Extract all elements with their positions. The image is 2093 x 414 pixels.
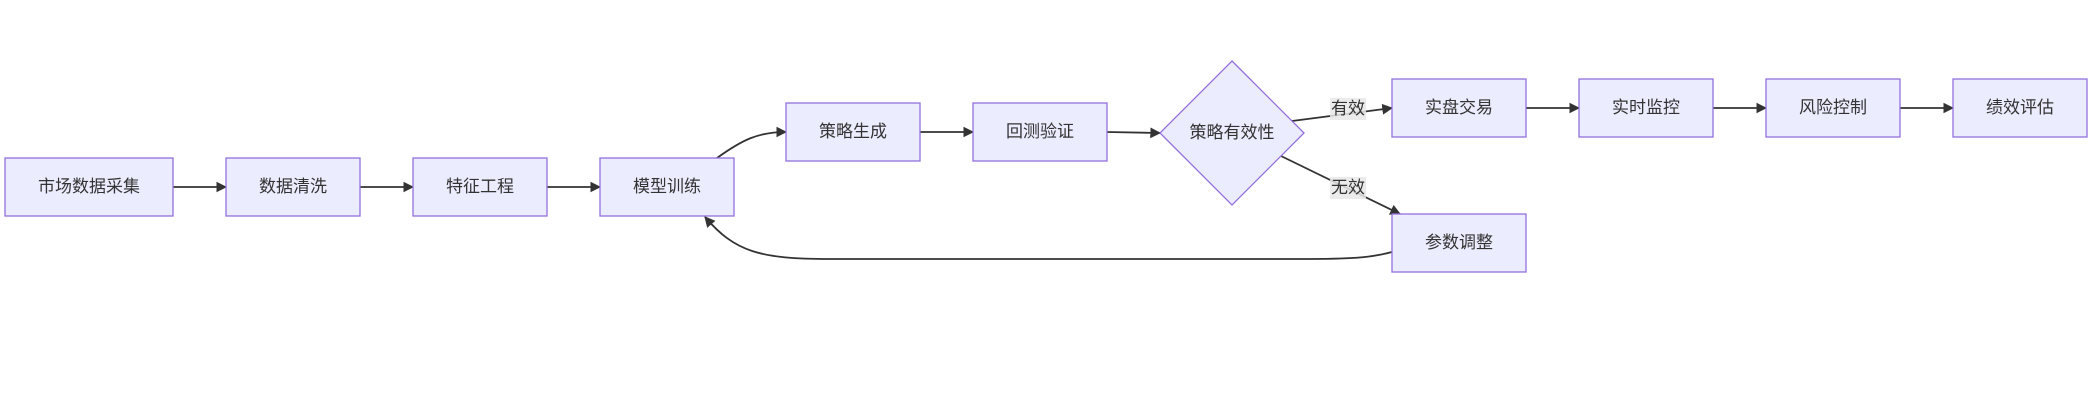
node-model-training-label: 模型训练 — [633, 177, 701, 197]
node-strategy-generation-label: 策略生成 — [819, 122, 887, 142]
node-market-data-label: 市场数据采集 — [38, 177, 140, 197]
node-feature-engineering-label: 特征工程 — [446, 177, 514, 197]
node-live-trading-label: 实盘交易 — [1425, 98, 1493, 118]
node-performance-eval-box — [1952, 78, 2088, 138]
node-strategy-validity: 策略有效性 — [1159, 60, 1305, 206]
node-param-tuning-label: 参数调整 — [1425, 233, 1493, 253]
edge-training-to-strategy — [716, 126, 788, 159]
node-risk-control: 风险控制 — [1765, 78, 1901, 138]
node-realtime-monitoring: 实时监控 — [1578, 78, 1714, 138]
node-strategy-validity-label: 策略有效性 — [1190, 123, 1275, 143]
node-data-cleaning-box — [225, 157, 361, 217]
node-model-training: 模型训练 — [599, 157, 735, 217]
node-realtime-monitoring-box — [1578, 78, 1714, 138]
edge-label-valid: 有效 — [1330, 98, 1366, 120]
node-risk-control-box — [1765, 78, 1901, 138]
edge-backtest-to-validity — [1106, 127, 1162, 139]
node-market-data-box — [4, 157, 174, 217]
node-performance-eval-label: 绩效评估 — [1986, 98, 2054, 118]
node-feature-engineering: 特征工程 — [412, 157, 548, 217]
node-data-cleaning-label: 数据清洗 — [259, 177, 327, 197]
node-live-trading-box — [1391, 78, 1527, 138]
node-realtime-monitoring-label: 实时监控 — [1612, 98, 1680, 118]
node-backtest: 回测验证 — [972, 102, 1108, 162]
node-feature-engineering-box — [412, 157, 548, 217]
edge-label-invalid-text: 无效 — [1331, 178, 1365, 198]
node-param-tuning-box — [1391, 213, 1527, 273]
node-strategy-generation: 策略生成 — [785, 102, 921, 162]
node-strategy-generation-box — [785, 102, 921, 162]
node-risk-control-label: 风险控制 — [1799, 98, 1867, 118]
edge-label-invalid: 无效 — [1330, 177, 1366, 199]
node-model-training-box — [599, 157, 735, 217]
node-strategy-validity-diamond — [1159, 60, 1305, 206]
node-live-trading: 实盘交易 — [1391, 78, 1527, 138]
edges — [173, 102, 1955, 260]
edge-label-valid-text: 有效 — [1331, 99, 1365, 119]
node-market-data: 市场数据采集 — [4, 157, 174, 217]
node-performance-eval: 绩效评估 — [1952, 78, 2088, 138]
node-data-cleaning: 数据清洗 — [225, 157, 361, 217]
edge-tuning-to-training — [704, 216, 1393, 260]
node-backtest-box — [972, 102, 1108, 162]
node-backtest-label: 回测验证 — [1006, 122, 1074, 142]
edge-label-valid-bg — [1330, 98, 1366, 120]
edge-label-invalid-bg — [1330, 177, 1366, 199]
node-param-tuning: 参数调整 — [1391, 213, 1527, 273]
